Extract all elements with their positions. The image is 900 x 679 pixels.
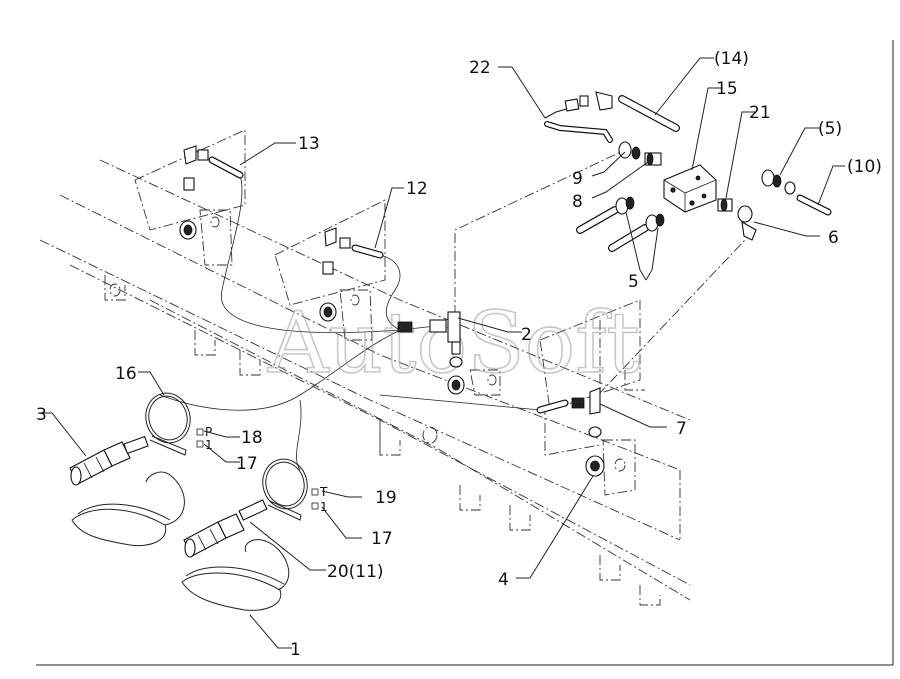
callout-15: 15 [716, 79, 738, 99]
callout-5: 5 [628, 272, 639, 292]
callout-13: 13 [298, 134, 320, 154]
callout-21: 21 [749, 103, 771, 123]
callout-9: 9 [572, 169, 583, 189]
callout-6: 6 [828, 228, 839, 248]
callout-8: 8 [572, 192, 583, 212]
fitting-6 [737, 205, 757, 241]
callout-22: 22 [469, 58, 491, 78]
fitting-9 [618, 141, 641, 160]
callout-16: 16 [115, 364, 137, 384]
rod-10-detail [796, 194, 832, 216]
callout-10: (10) [847, 157, 882, 177]
tag-t: T [319, 485, 328, 499]
coupler-3 [69, 435, 149, 486]
callout-1: 1 [290, 640, 301, 660]
dust-cap-loop-upper [71, 471, 185, 547]
callout-17-upper: 17 [236, 454, 258, 474]
tag-one-upper: 1 [205, 438, 213, 452]
leader-lines [38, 57, 845, 649]
clamp-ring-16 [145, 392, 191, 456]
rod-14 [618, 95, 680, 132]
adapter-5-lower [608, 213, 665, 252]
callout-20-11: 20(11) [327, 562, 384, 582]
callout-2: 2 [521, 325, 532, 345]
valve-block-15 [663, 164, 717, 213]
callout-12: 12 [406, 179, 428, 199]
callout-17-lower: 17 [371, 529, 393, 549]
chassis-frame [39, 129, 691, 606]
fitting-21 [717, 198, 733, 212]
fitting-5-detail [761, 169, 796, 195]
callout-18: 18 [241, 428, 263, 448]
callout-19: 19 [375, 488, 397, 508]
fitting-7 [536, 387, 601, 415]
tag-marks [196, 428, 319, 510]
clamp-ring-19 [262, 458, 308, 521]
callout-7: 7 [676, 419, 687, 439]
tag-one-lower: 1 [320, 500, 328, 514]
callout-5-paren: (5) [818, 119, 842, 139]
coupler-20 [183, 499, 268, 558]
fitting-8 [644, 152, 662, 166]
hose-13 [179, 145, 244, 240]
callout-4: 4 [498, 570, 509, 590]
callout-3: 3 [36, 405, 47, 425]
dust-cap-loop-lower [181, 539, 290, 611]
tube-22 [544, 91, 613, 143]
adapter-5-upper [576, 196, 635, 234]
tee-fitting-2 [397, 311, 465, 395]
callout-14: (14) [714, 49, 749, 69]
fitting-4 [585, 426, 605, 477]
hose-12 [319, 227, 384, 322]
